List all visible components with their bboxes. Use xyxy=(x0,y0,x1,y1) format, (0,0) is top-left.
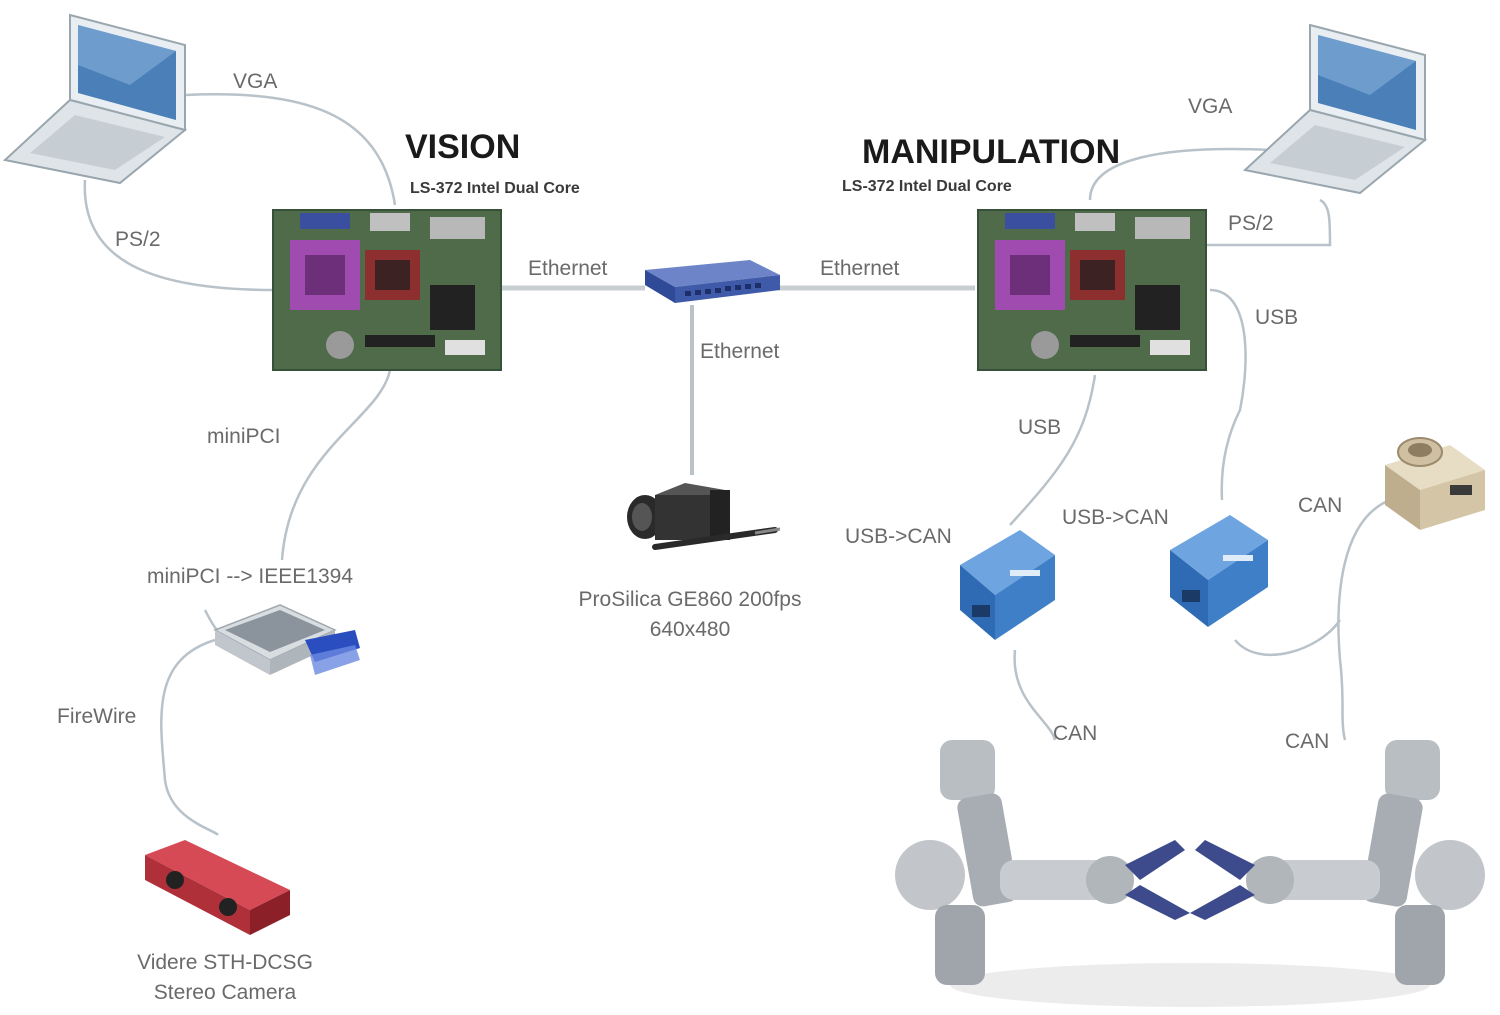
usb-can-adapter-1 xyxy=(960,530,1055,640)
label-usb-can-2: USB->CAN xyxy=(1062,506,1169,529)
label-can-bottom-1: CAN xyxy=(1053,722,1098,745)
force-sensor xyxy=(1385,437,1485,530)
manipulation-subtitle: LS-372 Intel Dual Core xyxy=(842,178,1012,195)
label-can-bottom-2: CAN xyxy=(1285,730,1330,753)
vision-title: VISION xyxy=(405,128,521,166)
usb-cable-right xyxy=(1209,288,1247,501)
laptop-right xyxy=(1242,23,1428,195)
caption-prosilica: ProSilica GE860 200fps 640x480 xyxy=(540,585,840,645)
caption-stereo-line1: Videre STH-DCSG xyxy=(137,951,313,974)
prosilica-camera xyxy=(627,483,781,550)
caption-prosilica-line1: ProSilica GE860 200fps xyxy=(578,588,802,611)
caption-stereo-line2: Stereo Camera xyxy=(153,981,297,1004)
label-usb-can-1: USB->CAN xyxy=(845,525,952,548)
caption-prosilica-line2: 640x480 xyxy=(649,618,731,641)
ps2-cable-left xyxy=(83,179,276,292)
label-minipci-ieee: miniPCI --> IEEE1394 xyxy=(147,565,354,588)
label-ps2-left: PS/2 xyxy=(115,228,161,251)
can-cable-1 xyxy=(1013,649,1057,741)
vision-subtitle: LS-372 Intel Dual Core xyxy=(410,180,580,197)
firewire-cable xyxy=(160,638,220,836)
label-usb-right: USB xyxy=(1255,306,1299,329)
label-vga-right: VGA xyxy=(1188,95,1233,118)
vga-cable-left xyxy=(184,93,397,206)
minipci-cable xyxy=(280,369,392,561)
label-ps2-right: PS/2 xyxy=(1228,212,1274,235)
laptop-left xyxy=(2,13,188,185)
manipulation-board xyxy=(977,209,1207,371)
minipci-ieee1394-card xyxy=(213,604,360,675)
ps2-cable-right xyxy=(1205,198,1332,247)
usb-cable-mid xyxy=(1009,374,1097,526)
label-minipci: miniPCI xyxy=(207,425,281,448)
label-ethernet-down: Ethernet xyxy=(700,340,780,363)
label-vga-left: VGA xyxy=(233,70,278,93)
can-cable-2 xyxy=(1234,619,1342,657)
vision-board xyxy=(272,209,502,371)
stereo-camera xyxy=(145,840,290,935)
label-can-top: CAN xyxy=(1298,494,1343,517)
manipulation-title: MANIPULATION xyxy=(862,133,1121,171)
robot-arms xyxy=(895,740,1485,1007)
label-ethernet-right: Ethernet xyxy=(820,257,900,280)
ethernet-switch xyxy=(645,260,780,303)
label-ethernet-left: Ethernet xyxy=(528,257,608,280)
label-firewire: FireWire xyxy=(57,705,137,728)
right-arm xyxy=(1190,740,1485,985)
can-bus xyxy=(1337,498,1391,741)
vga-cable-right xyxy=(1088,147,1271,201)
left-arm xyxy=(895,740,1190,985)
label-usb-mid: USB xyxy=(1018,416,1062,439)
caption-stereo-camera: Videre STH-DCSG Stereo Camera xyxy=(90,948,360,1008)
usb-can-adapter-2 xyxy=(1170,515,1268,627)
